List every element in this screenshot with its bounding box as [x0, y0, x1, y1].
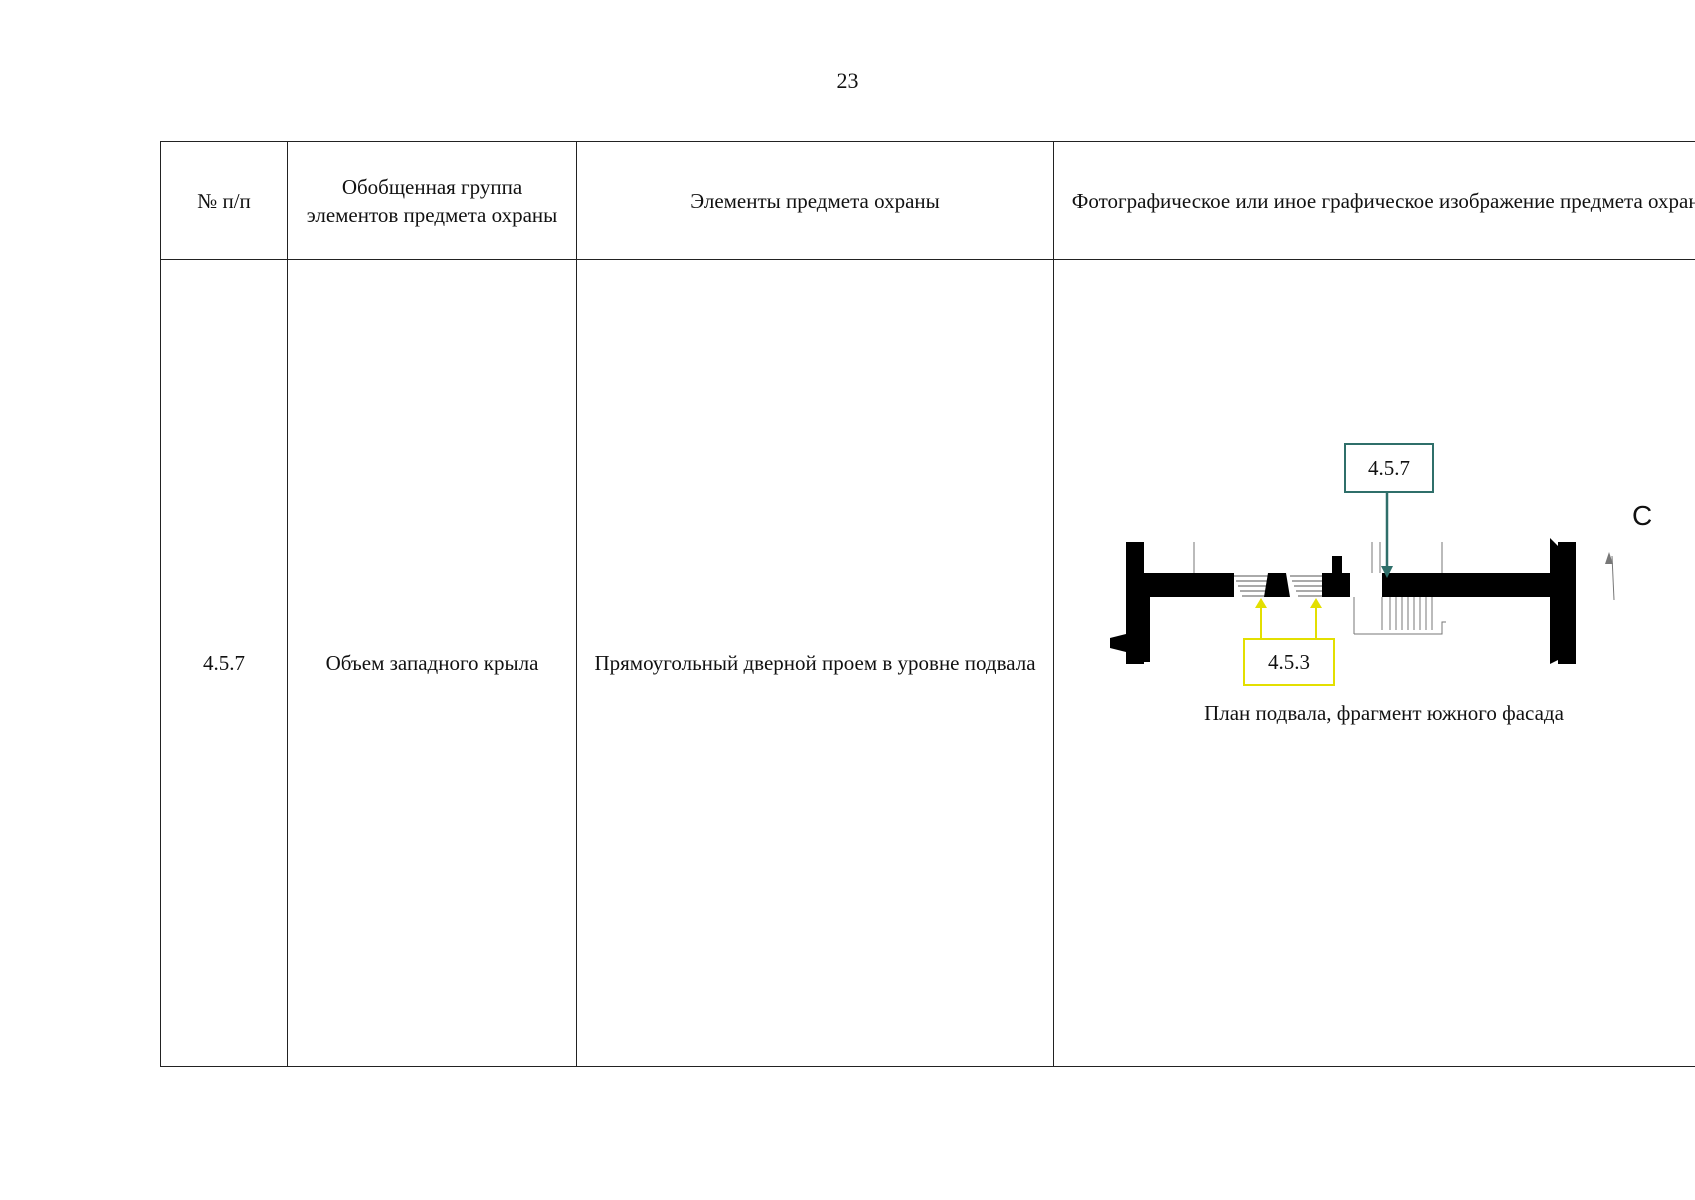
- wall-pier: [1264, 573, 1290, 597]
- stair-treads-left: [1234, 575, 1268, 597]
- pointer-arrowhead-main: [1381, 566, 1393, 578]
- wall-left-segment: [1144, 573, 1234, 597]
- pointer-arrowhead-ref-1: [1255, 598, 1267, 608]
- north-label: С: [1632, 500, 1653, 531]
- wall-break-mark-right: [1550, 538, 1558, 664]
- wall-right-vertical: [1558, 542, 1576, 664]
- stair-treads-right: [1290, 575, 1322, 597]
- row-num: 4.5.7: [160, 259, 288, 1067]
- wall-break-mark-left: [1110, 634, 1126, 652]
- page-number: 23: [836, 68, 859, 93]
- header-group: Обобщенная группа элементов предмета охр…: [287, 141, 577, 260]
- row-group: Объем западного крыла: [287, 259, 577, 1067]
- protection-table: № п/п Обобщенная группа элементов предме…: [160, 141, 1695, 1067]
- label-main: 4.5.7: [1344, 443, 1434, 493]
- image-cell: 4.5.7 4.5.3 С План подвала, фрагмент южн…: [1053, 259, 1695, 1067]
- table-header-row: № п/п Обобщенная группа элементов предме…: [160, 141, 1695, 260]
- plan-thin-lines: [1193, 542, 1615, 635]
- header-elements: Элементы предмета охраны: [576, 141, 1054, 260]
- row-elements: Прямоугольный дверной проем в уровне под…: [576, 259, 1054, 1067]
- table-row: 4.5.7 Объем западного крыла Прямоугольны…: [160, 259, 1695, 1067]
- north-arrow: [1605, 552, 1613, 564]
- wall-segment-middle: [1322, 573, 1350, 597]
- wall-stub: [1332, 556, 1342, 574]
- basement-plan-drawing: [1110, 489, 1615, 664]
- wall-right-segment: [1382, 573, 1558, 597]
- header-num: № п/п: [160, 141, 288, 260]
- label-ref: 4.5.3: [1243, 638, 1335, 686]
- drawing-caption: План подвала, фрагмент южного фасада: [1204, 701, 1564, 725]
- pointer-arrowhead-ref-2: [1310, 598, 1322, 608]
- header-image: Фотографическое или иное графическое изо…: [1053, 141, 1695, 260]
- wall-left-lower: [1134, 596, 1150, 662]
